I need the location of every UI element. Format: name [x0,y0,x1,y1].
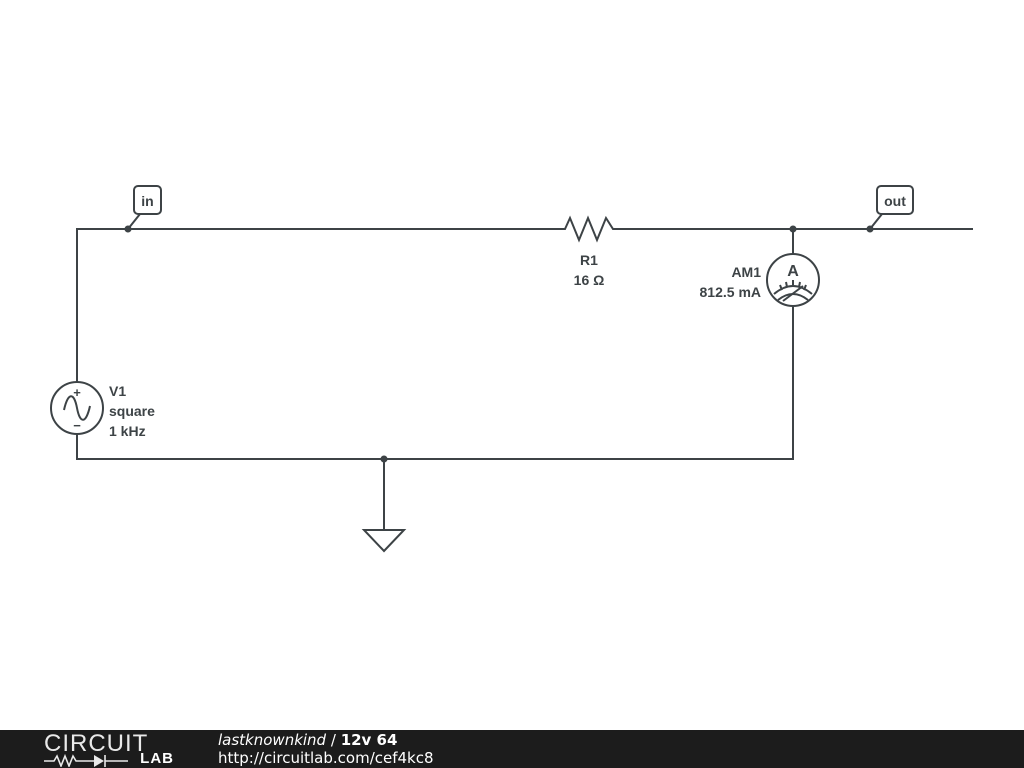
source-minus-glyph: − [73,418,81,433]
source-plus-glyph: + [73,385,81,400]
ammeter-reading: 812.5 mA [700,284,761,300]
resistor-value: 16 Ω [574,272,605,288]
source-frequency: 1 kHz [109,423,146,439]
logo-wordmark: CIRCUIT [44,730,149,757]
ammeter-name: AM1 [731,264,761,280]
node-tag-out-label: out [884,193,906,209]
footer-title-line: lastknownkind / 12v 64 [218,731,397,749]
footer-circuit-title[interactable]: 12v 64 [340,731,398,749]
ammeter-glyph: A [787,263,799,280]
node-tag-in-label: in [141,193,153,209]
logo-circuit-glyph-icon [44,753,128,767]
source-name: V1 [109,383,126,399]
footer-bar: CIRCUIT LAB lastknownkind / 12v 64 http:… [0,730,1024,768]
node-tag-in[interactable]: in [127,185,162,230]
node-tag-out[interactable]: out [869,185,914,230]
footer-separator: / [326,731,341,749]
junction-right [789,225,797,233]
schematic-canvas: in out R1 16 Ω A AM1 812.5 mA + − V1 squ… [50,185,973,553]
resistor-symbol[interactable] [560,215,618,243]
resistor-name: R1 [580,252,598,268]
footer-url[interactable]: http://circuitlab.com/cef4kc8 [218,749,434,767]
ground-icon[interactable] [361,529,407,553]
footer-author[interactable]: lastknownkind [218,731,327,749]
ac-source-icon[interactable]: + − [50,381,104,435]
circuitlab-logo[interactable]: CIRCUIT LAB [44,731,176,767]
junction-ground [380,455,388,463]
logo-lab-text: LAB [140,750,174,767]
ammeter-icon[interactable]: A [766,253,820,307]
source-waveform: square [109,403,155,419]
